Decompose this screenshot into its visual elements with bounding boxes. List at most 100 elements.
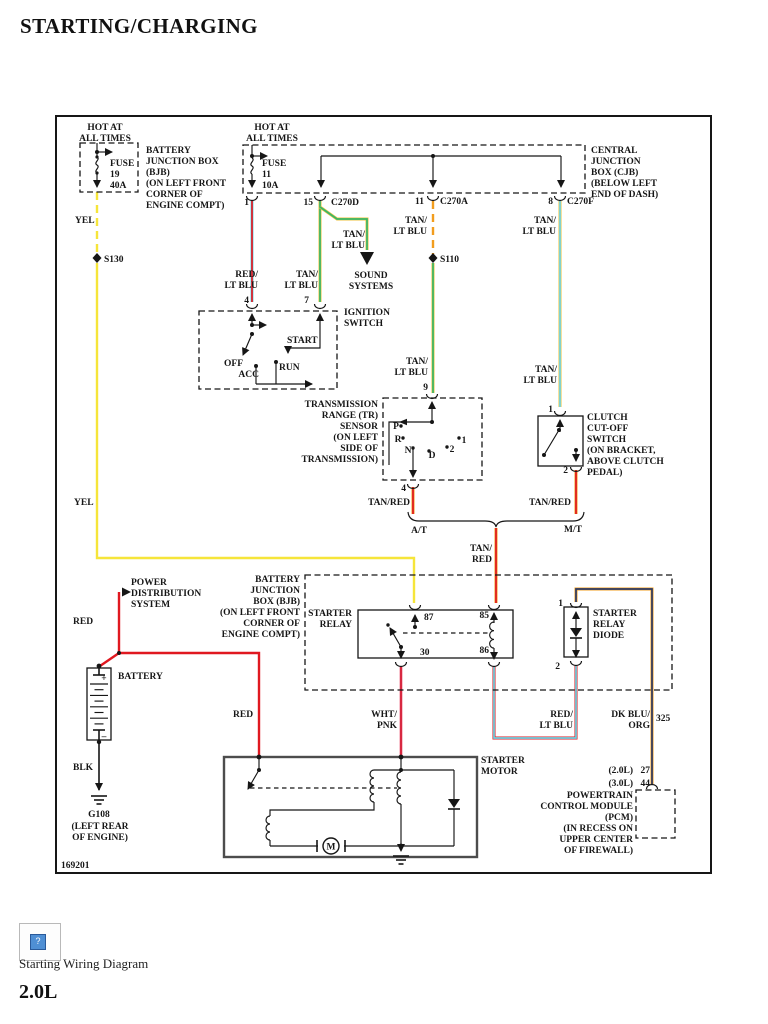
label-s110: S110	[440, 255, 459, 265]
diagram-label: YEL	[74, 498, 94, 508]
starter-motor	[222, 754, 479, 865]
engine-heading: 2.0L	[19, 981, 58, 1003]
sound-systems-arrow-icon	[360, 252, 374, 265]
diagram-label: 27	[641, 766, 651, 776]
diagram-label: 86	[480, 646, 490, 656]
diagram-label: 30	[420, 648, 430, 658]
diagram-label: TAN/RED	[529, 498, 571, 508]
diagram-label: YEL	[75, 216, 95, 226]
ground-icon	[393, 855, 409, 865]
diagram-label: START	[287, 336, 318, 346]
diagram-label: TAN/RED	[368, 498, 410, 508]
diagram-border	[55, 115, 712, 874]
page-title: STARTING/CHARGING	[20, 14, 258, 38]
fuse-11-icon	[250, 157, 254, 175]
clutch-cutoff-switch	[537, 410, 584, 473]
diagram-label: –	[101, 732, 107, 742]
diagram-label: A/T	[411, 526, 428, 536]
label-diagram-number: 169201	[61, 861, 90, 871]
starter-relay-diode	[563, 602, 589, 667]
diagram-label: 2	[555, 662, 560, 672]
diagram-label: R	[395, 435, 402, 445]
diagram-label: OFF	[224, 359, 243, 369]
label-c270d: C270D	[331, 198, 359, 208]
diagram-label: +	[101, 674, 106, 684]
diagram-label: M/T	[564, 525, 583, 535]
splice-s130	[92, 253, 102, 263]
ignition-switch	[198, 303, 338, 390]
diagram-caption: Starting Wiring Diagram	[19, 956, 149, 971]
diagram-label: 85	[480, 611, 490, 621]
diagram-label: 44	[641, 779, 651, 789]
diagram-label: TAN/LT BLU	[522, 216, 556, 237]
battery-junction-box-1	[79, 142, 139, 193]
label-g108: G108	[88, 810, 110, 820]
at-mt-brace	[407, 511, 585, 528]
diagram-label: RED/LT BLU	[539, 710, 573, 731]
label-c270f: C270F	[567, 197, 594, 207]
splices-and-arrows	[92, 252, 438, 597]
diagram-label: 325	[656, 714, 671, 724]
label-motor-m: M	[327, 843, 336, 853]
wires	[95, 192, 654, 784]
diode-icon	[448, 799, 460, 808]
diagram-label: (3.0L)	[608, 778, 633, 789]
diagram-label: TAN/LT BLU	[394, 357, 428, 378]
diagram-label: 11	[415, 197, 424, 207]
diagram-label: RED	[73, 617, 93, 627]
diagram-label: 15	[304, 198, 314, 208]
power-distribution-arrow-icon	[122, 587, 131, 597]
diagram-label: 2	[450, 445, 455, 455]
label-c270a: C270A	[440, 197, 468, 207]
battery-junction-box-2	[304, 574, 673, 691]
relay-coil-icon	[489, 621, 495, 649]
battery	[86, 651, 121, 805]
winding-icon	[396, 771, 402, 805]
diagram-label: 1	[558, 599, 563, 609]
diagram-label: RED	[233, 710, 253, 720]
diagram-label: RED/LT BLU	[224, 270, 258, 291]
diagram-label: 87	[424, 613, 434, 623]
diagram-label: 2	[563, 466, 568, 476]
diagram-label: TAN/LT BLU	[331, 230, 365, 251]
diagram-label: TAN/LT BLU	[284, 270, 318, 291]
diagram-label: 7	[304, 296, 309, 306]
diagram-label: D	[429, 451, 436, 461]
splice-s110	[428, 253, 438, 263]
central-junction-box	[242, 144, 586, 202]
diagram-label: TAN/RED	[470, 544, 492, 565]
diagram-label: 4	[244, 296, 249, 306]
thumbnail-box: ?	[19, 923, 61, 961]
pcm	[635, 783, 676, 839]
diagram-label: (2.0L)	[608, 765, 633, 776]
diagram-label: TAN/LT BLU	[523, 365, 557, 386]
diagram-label: TAN/LT BLU	[393, 216, 427, 237]
diagram-label: BLK	[73, 763, 94, 773]
winding-icon	[369, 769, 375, 803]
fuse-19-icon	[95, 156, 99, 174]
diagram-label: 1	[244, 198, 249, 208]
diagram-label: 1	[462, 436, 467, 446]
diagram-label: DK BLU/ORG	[611, 710, 650, 731]
diagram-label: 8	[548, 197, 553, 207]
diagram-label: 4	[401, 484, 406, 494]
label-battery: BATTERY	[118, 672, 163, 682]
diagram-label: WHT/PNK	[371, 710, 397, 731]
diagram-label: N	[405, 446, 412, 456]
